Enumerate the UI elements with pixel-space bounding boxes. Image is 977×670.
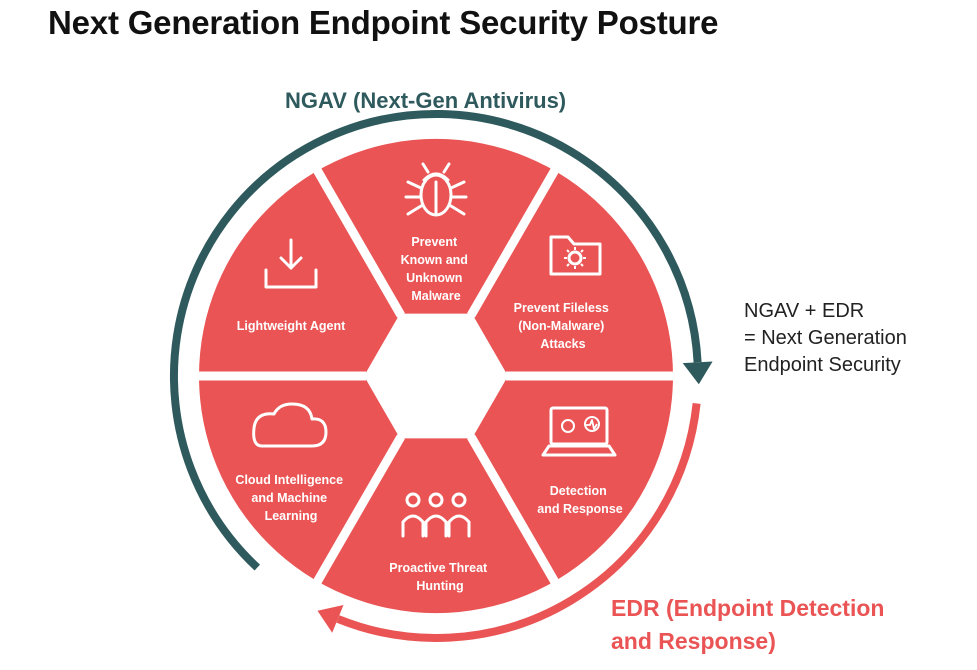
segment-dividers xyxy=(195,165,677,587)
segment-divider xyxy=(467,434,561,587)
edr-line-2: and Response) xyxy=(611,628,776,654)
segment-detection-response: Detection and Response xyxy=(537,406,623,516)
combined-line-2: = Next Generation xyxy=(744,327,907,349)
edr-arrowhead xyxy=(317,605,344,633)
edr-label: EDR (Endpoint Detection and Response) xyxy=(611,592,884,658)
combined-line-3: Endpoint Security xyxy=(744,354,901,376)
ngav-arrowhead xyxy=(682,361,713,385)
segment-label-cloud: Cloud Intelligence and Machine Learning xyxy=(235,473,346,523)
segment-cloud-intelligence: Cloud Intelligence and Machine Learning xyxy=(235,402,346,523)
ngav-label: NGAV (Next-Gen Antivirus) xyxy=(285,88,567,113)
segment-label-fileless: Prevent Fileless (Non-Malware) Attacks xyxy=(514,301,613,351)
ngav-arrow-arc xyxy=(169,110,702,571)
download-icon xyxy=(264,238,318,289)
segment-label-malware: Prevent Known and Unknown Malware xyxy=(401,235,472,303)
edr-arrow-arc xyxy=(336,402,701,642)
combined-line-1: NGAV + EDR xyxy=(744,300,865,322)
segment-divider xyxy=(311,434,405,587)
segment-label-agent: Lightweight Agent xyxy=(237,319,346,333)
edr-line-1: EDR (Endpoint Detection xyxy=(611,595,885,621)
segment-threat-hunting: Proactive Threat Hunting xyxy=(389,492,490,593)
segment-divider xyxy=(467,165,561,318)
segment-label-detection: Detection and Response xyxy=(537,484,622,516)
cloud-icon xyxy=(252,402,328,448)
folder-virus-icon xyxy=(549,235,602,276)
center-hexagon xyxy=(364,313,508,439)
segment-label-hunting: Proactive Threat Hunting xyxy=(389,561,490,593)
bug-icon xyxy=(404,162,468,217)
segment-prevent-malware: Prevent Known and Unknown Malware xyxy=(401,162,472,303)
segment-divider xyxy=(311,165,405,318)
combined-label: NGAV + EDR = Next Generation Endpoint Se… xyxy=(744,298,907,379)
team-icon xyxy=(401,492,471,538)
segment-prevent-fileless: Prevent Fileless (Non-Malware) Attacks xyxy=(514,235,613,351)
laptop-monitoring-icon xyxy=(541,406,617,457)
segment-lightweight-agent: Lightweight Agent xyxy=(237,238,346,333)
page-title: Next Generation Endpoint Security Postur… xyxy=(48,4,719,41)
